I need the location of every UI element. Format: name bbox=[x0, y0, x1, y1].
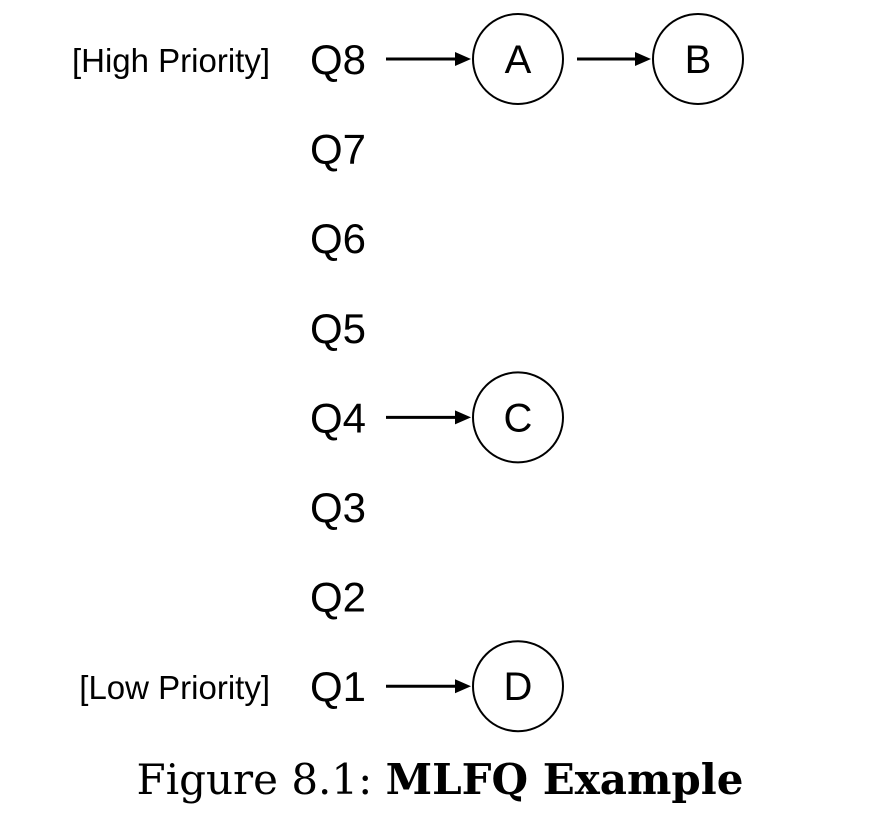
queue-q8-arrow-2 bbox=[577, 52, 651, 66]
high-priority-label: [High Priority] bbox=[72, 42, 270, 79]
queue-q4-label: Q4 bbox=[310, 394, 366, 441]
queue-q6-label: Q6 bbox=[310, 215, 366, 262]
job-node-c: C bbox=[472, 371, 564, 464]
queue-q4-arrow-1 bbox=[386, 410, 471, 425]
figure-caption: Figure 8.1: MLFQ Example bbox=[0, 750, 880, 810]
queue-q1-label: Q1 bbox=[310, 663, 366, 710]
job-label-a: A bbox=[505, 38, 532, 82]
job-circle bbox=[472, 13, 564, 105]
queue-q8-arrow-1 bbox=[386, 52, 471, 66]
queue-q2-label: Q2 bbox=[310, 574, 366, 621]
job-node-a: A bbox=[472, 13, 564, 105]
job-circle bbox=[472, 371, 564, 464]
job-circle bbox=[472, 640, 564, 733]
caption-title: MLFQ Example bbox=[385, 755, 744, 804]
queue-q7-label: Q7 bbox=[310, 126, 366, 173]
job-circle bbox=[652, 13, 744, 105]
job-node-d: D bbox=[472, 640, 564, 733]
job-label-b: B bbox=[685, 38, 712, 82]
job-label-d: D bbox=[504, 665, 533, 709]
job-node-b: B bbox=[652, 13, 744, 105]
queue-q5-label: Q5 bbox=[310, 305, 366, 352]
low-priority-label: [Low Priority] bbox=[79, 669, 270, 706]
queue-q8-label: Q8 bbox=[310, 36, 366, 83]
job-label-c: C bbox=[504, 396, 533, 440]
queue-q1-arrow-1 bbox=[386, 679, 471, 694]
caption-prefix: Figure 8.1: bbox=[136, 755, 386, 804]
queue-q3-label: Q3 bbox=[310, 484, 366, 531]
